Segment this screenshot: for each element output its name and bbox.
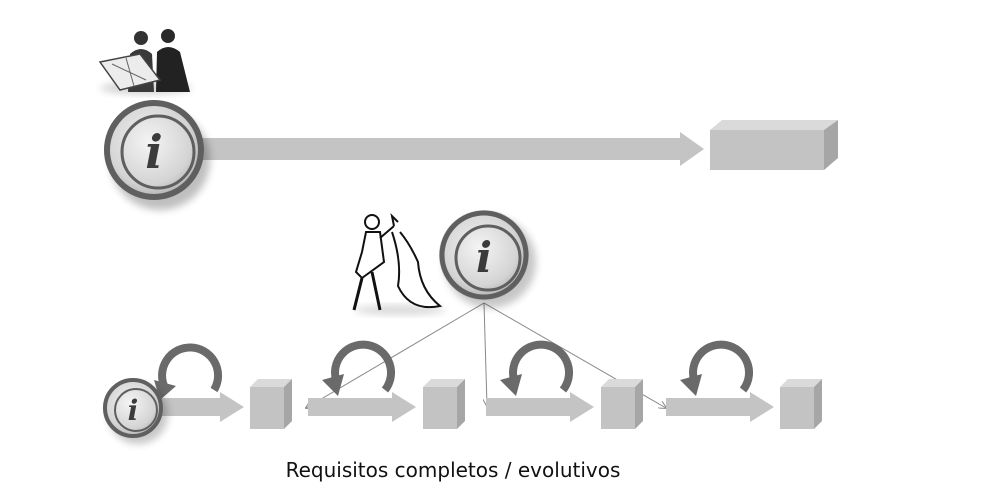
iteration-2 (308, 340, 465, 429)
info-symbol: i (128, 394, 139, 427)
cube-icon (601, 379, 643, 429)
info-symbol: i (145, 125, 162, 179)
mid-info-badge-icon: i (439, 210, 536, 308)
long-arrow (182, 132, 704, 166)
cube-icon (250, 379, 292, 429)
short-arrow (486, 392, 594, 422)
businessmen-reading-map-icon (98, 29, 192, 94)
iteration-3 (486, 340, 643, 429)
diagram-caption: Requisitos completos / evolutivos (285, 458, 621, 482)
iteration-4 (666, 340, 822, 429)
short-arrow (156, 392, 244, 422)
large-info-badge-icon: i (104, 100, 210, 210)
middle-source: i (306, 210, 666, 408)
iterations-row: i (103, 340, 822, 444)
circular-arrow-icon (154, 343, 222, 400)
circular-arrow-icon (500, 340, 573, 396)
top-flow: i (98, 29, 838, 210)
short-arrow (666, 392, 774, 422)
circular-arrow-icon (680, 340, 753, 396)
long-box (710, 120, 838, 170)
short-arrow (308, 392, 416, 422)
small-info-badge-icon: i (103, 378, 168, 444)
iteration-1 (154, 343, 292, 429)
woman-with-scroll-icon (352, 212, 446, 315)
circular-arrow-icon (322, 340, 395, 396)
cube-icon (423, 379, 465, 429)
cube-icon (780, 379, 822, 429)
info-symbol: i (476, 233, 492, 282)
